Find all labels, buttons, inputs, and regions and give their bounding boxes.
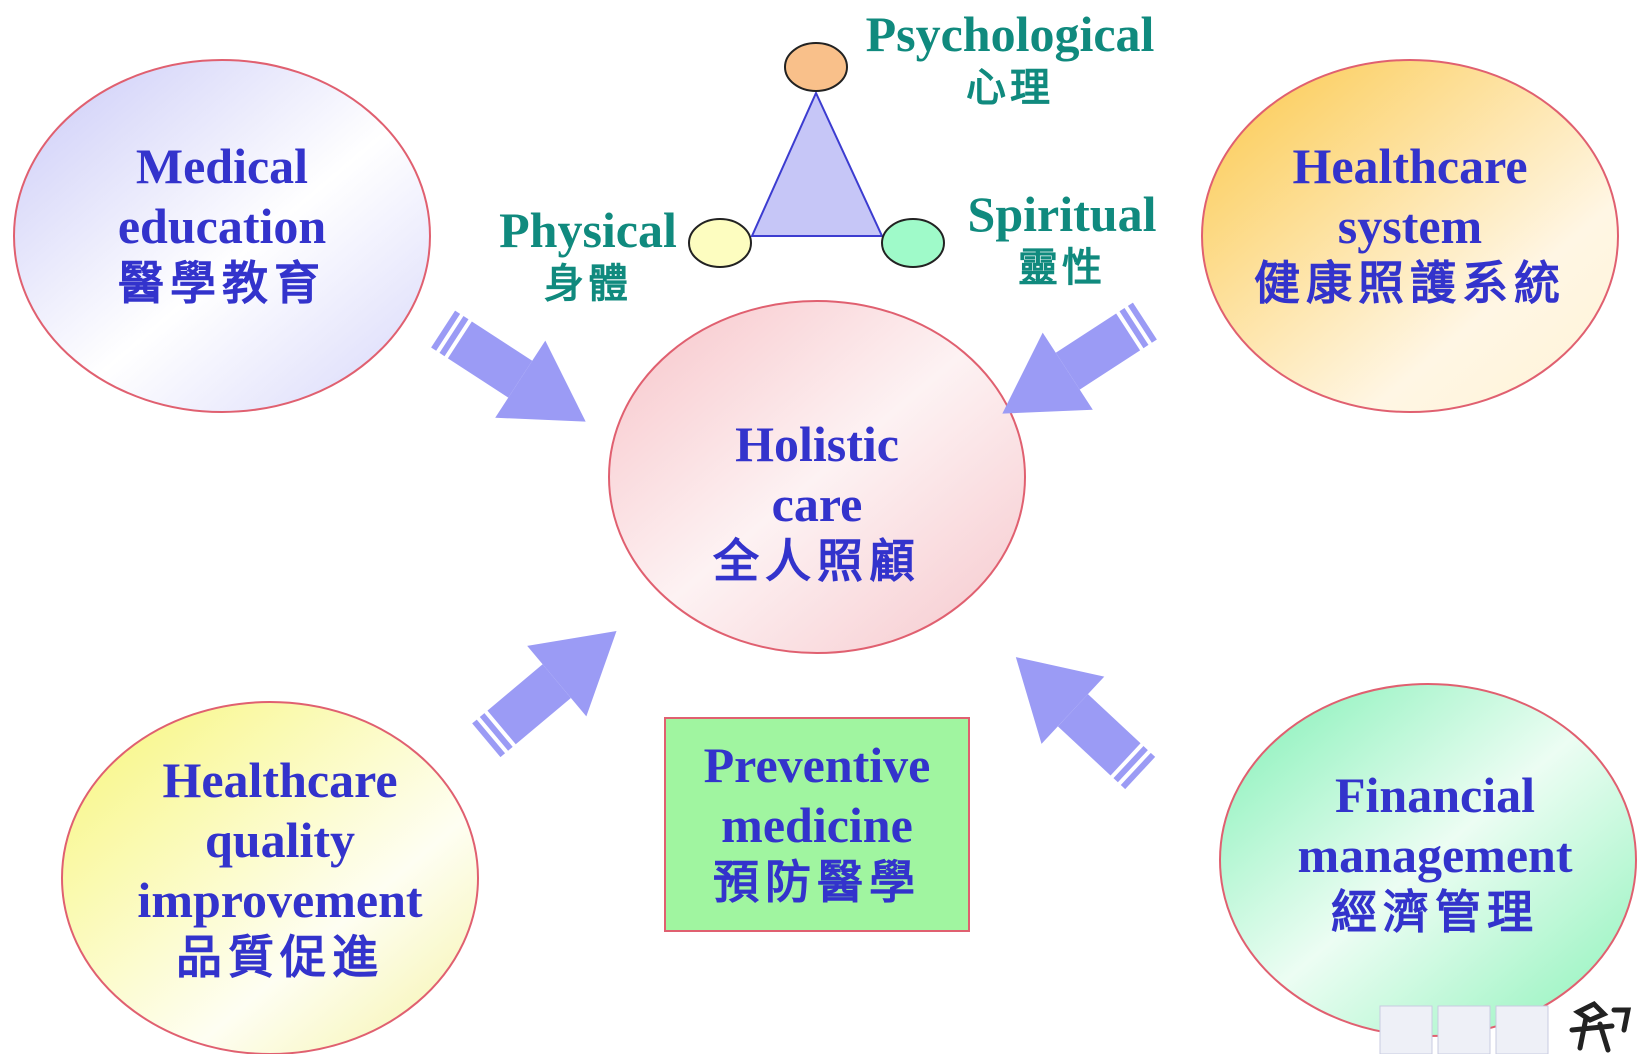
arrow-quality-to-holistic: [472, 631, 617, 758]
holistic-care-zh: 全人照顧: [713, 534, 921, 588]
arrow-system-to-holistic: [1002, 302, 1157, 414]
preventive-medicine-box: [664, 717, 970, 932]
financial-management-zh: 經濟管理: [1331, 885, 1539, 939]
healthcare-system-line1: Healthcare: [1292, 138, 1528, 194]
medical-education-zh: 醫學教育: [118, 256, 326, 310]
financial-management-line1: Financial: [1334, 767, 1536, 823]
medical-education-line1: Medical: [135, 138, 309, 194]
preventive-medicine-line1: Preventive: [703, 737, 931, 793]
physical-zh: 身體: [544, 260, 632, 307]
logo-mark-icon: [1569, 1000, 1632, 1053]
holistic-care-line2: care: [771, 476, 863, 532]
medical-education-label: Medical education 醫學教育: [62, 136, 382, 311]
financial-management-line2: management: [1297, 827, 1573, 883]
quality-improvement-label: Healthcare quality improvement 品質促進: [110, 750, 450, 985]
financial-management-label: Financial management 經濟管理: [1255, 765, 1615, 940]
physical-node: [688, 218, 752, 268]
quality-improvement-line2: quality: [204, 812, 356, 868]
medical-education-bubble: [13, 59, 431, 413]
spiritual-node: [881, 218, 945, 268]
quality-improvement-bubble: [61, 701, 479, 1054]
preventive-medicine-zh: 預防醫學: [713, 855, 921, 909]
healthcare-system-zh: 健康照護系統: [1254, 256, 1566, 310]
holistic-care-label: Holistic care 全人照顧: [667, 414, 967, 589]
badge-icon: [1379, 1005, 1433, 1054]
physical-label: Physical 身體: [488, 200, 688, 308]
psychological-node: [784, 42, 848, 92]
psychological-en: Psychological: [865, 6, 1155, 62]
holistic-care-line1: Holistic: [735, 416, 899, 472]
holistic-care-bubble: [608, 300, 1026, 654]
accreditation-badges: [1379, 1000, 1632, 1054]
badge-icon: [1495, 1005, 1549, 1054]
spiritual-label: Spiritual 靈性: [952, 184, 1172, 292]
badge-icon: [1437, 1005, 1491, 1054]
spiritual-en: Spiritual: [967, 186, 1157, 242]
dimension-triangle: [750, 90, 884, 237]
healthcare-system-label: Healthcare system 健康照護系統: [1220, 136, 1600, 311]
quality-improvement-line1: Healthcare: [162, 752, 398, 808]
preventive-medicine-label: Preventive medicine 預防醫學: [665, 735, 969, 910]
quality-improvement-zh: 品質促進: [176, 930, 384, 984]
arrow-financial-to-holistic: [1015, 657, 1156, 790]
psychological-zh: 心理: [966, 64, 1054, 111]
medical-education-line2: education: [117, 198, 327, 254]
quality-improvement-line3: improvement: [137, 872, 423, 928]
spiritual-zh: 靈性: [1018, 244, 1106, 291]
healthcare-system-line2: system: [1337, 198, 1483, 254]
preventive-medicine-line2: medicine: [721, 797, 913, 853]
arrow-medical-to-holistic: [431, 310, 586, 422]
healthcare-system-bubble: [1201, 59, 1619, 413]
physical-en: Physical: [499, 202, 677, 258]
psychological-label: Psychological 心理: [850, 4, 1170, 112]
